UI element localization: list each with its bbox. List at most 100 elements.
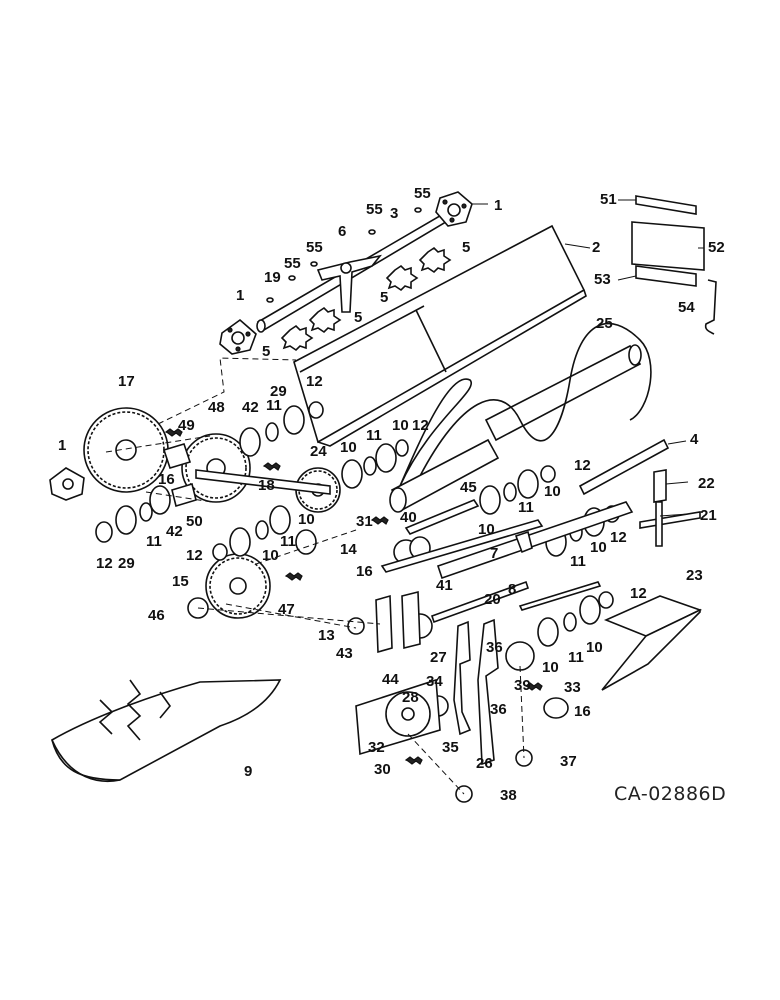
label-38: 38 bbox=[500, 787, 517, 804]
label-23: 23 bbox=[686, 567, 703, 584]
bearing-flange-top-right bbox=[435, 191, 473, 227]
auger bbox=[389, 322, 652, 513]
label-26: 26 bbox=[476, 755, 493, 772]
label-34: 34 bbox=[426, 673, 443, 690]
label-36: 36 bbox=[490, 701, 507, 718]
label-11: 11 bbox=[518, 499, 534, 516]
label-11: 11 bbox=[570, 553, 586, 570]
label-18: 18 bbox=[258, 477, 275, 494]
sprocket-15 bbox=[205, 553, 271, 619]
label-9: 9 bbox=[244, 763, 252, 780]
label-14: 14 bbox=[340, 541, 357, 558]
label-41: 41 bbox=[436, 577, 453, 594]
label-10: 10 bbox=[590, 539, 607, 556]
label-5: 5 bbox=[380, 289, 388, 306]
bearing-stack-mid bbox=[212, 439, 409, 561]
housing-cover-9 bbox=[50, 679, 282, 783]
chains bbox=[164, 428, 543, 765]
label-19: 19 bbox=[264, 269, 281, 286]
label-40: 40 bbox=[400, 509, 417, 526]
label-16: 16 bbox=[574, 703, 591, 720]
leader-lines bbox=[472, 199, 704, 517]
label-12: 12 bbox=[96, 555, 113, 572]
label-55: 55 bbox=[306, 239, 323, 256]
label-5: 5 bbox=[262, 343, 270, 360]
label-27: 27 bbox=[430, 649, 447, 666]
label-7: 7 bbox=[490, 545, 498, 562]
label-30: 30 bbox=[374, 761, 391, 778]
label-28: 28 bbox=[402, 689, 419, 706]
label-44: 44 bbox=[382, 671, 399, 688]
label-15: 15 bbox=[172, 573, 189, 590]
label-16: 16 bbox=[158, 471, 175, 488]
label-5: 5 bbox=[462, 239, 470, 256]
label-10: 10 bbox=[544, 483, 561, 500]
label-5: 5 bbox=[354, 309, 362, 326]
label-55: 55 bbox=[414, 185, 431, 202]
label-10: 10 bbox=[586, 639, 603, 656]
label-22: 22 bbox=[698, 475, 715, 492]
label-10: 10 bbox=[478, 521, 495, 538]
pins-55 bbox=[266, 207, 422, 303]
label-17: 17 bbox=[118, 373, 135, 390]
label-12: 12 bbox=[306, 373, 323, 390]
label-10: 10 bbox=[542, 659, 559, 676]
label-11: 11 bbox=[280, 533, 296, 550]
label-29: 29 bbox=[270, 383, 287, 400]
label-10: 10 bbox=[298, 511, 315, 528]
label-3: 3 bbox=[390, 205, 398, 222]
label-52: 52 bbox=[708, 239, 725, 256]
shafts-left bbox=[162, 443, 331, 508]
label-48: 48 bbox=[208, 399, 225, 416]
label-10: 10 bbox=[340, 439, 357, 456]
label-45: 45 bbox=[460, 479, 477, 496]
label-12: 12 bbox=[610, 529, 627, 546]
label-2: 2 bbox=[592, 239, 600, 256]
label-33: 33 bbox=[564, 679, 581, 696]
label-54: 54 bbox=[678, 299, 695, 316]
label-25: 25 bbox=[596, 315, 613, 332]
label-12: 12 bbox=[574, 457, 591, 474]
label-8: 8 bbox=[508, 581, 516, 598]
label-46: 46 bbox=[148, 607, 165, 624]
label-42: 42 bbox=[166, 523, 183, 540]
rails bbox=[380, 438, 670, 624]
bearing-flange-top-left bbox=[219, 318, 257, 355]
stars-5 bbox=[280, 246, 452, 352]
label-49: 49 bbox=[178, 417, 195, 434]
label-20: 20 bbox=[484, 591, 501, 608]
label-32: 32 bbox=[368, 739, 385, 756]
label-51: 51 bbox=[600, 191, 617, 208]
label-13: 13 bbox=[318, 627, 335, 644]
label-1: 1 bbox=[236, 287, 244, 304]
part-labels: 1 1 1 2 3 4 5 5 5 5 6 7 8 9 10 10 10 10 … bbox=[58, 185, 725, 804]
figure-reference-id: CA-02886D bbox=[614, 783, 726, 805]
label-29: 29 bbox=[118, 555, 135, 572]
label-10: 10 bbox=[392, 417, 409, 434]
bracket-6 bbox=[316, 254, 382, 313]
label-12: 12 bbox=[630, 585, 647, 602]
label-55: 55 bbox=[366, 201, 383, 218]
label-6: 6 bbox=[338, 223, 346, 240]
label-11: 11 bbox=[366, 427, 382, 444]
label-42: 42 bbox=[242, 399, 259, 416]
label-11: 11 bbox=[266, 397, 282, 414]
right-hardware bbox=[601, 195, 717, 691]
label-16: 16 bbox=[356, 563, 373, 580]
sprocket-32 bbox=[355, 678, 441, 756]
label-50: 50 bbox=[186, 513, 203, 530]
label-11: 11 bbox=[568, 649, 584, 666]
label-36: 36 bbox=[486, 639, 503, 656]
label-43: 43 bbox=[336, 645, 353, 662]
label-31: 31 bbox=[356, 513, 373, 530]
bearing-flange-left bbox=[49, 467, 85, 501]
drive-lines bbox=[105, 357, 525, 795]
label-10: 10 bbox=[262, 547, 279, 564]
label-39: 39 bbox=[514, 677, 531, 694]
label-24: 24 bbox=[310, 443, 327, 460]
label-21: 21 bbox=[700, 507, 717, 524]
lower-plates bbox=[375, 590, 499, 766]
label-1: 1 bbox=[494, 197, 502, 214]
bearing-stack-left bbox=[95, 401, 324, 543]
